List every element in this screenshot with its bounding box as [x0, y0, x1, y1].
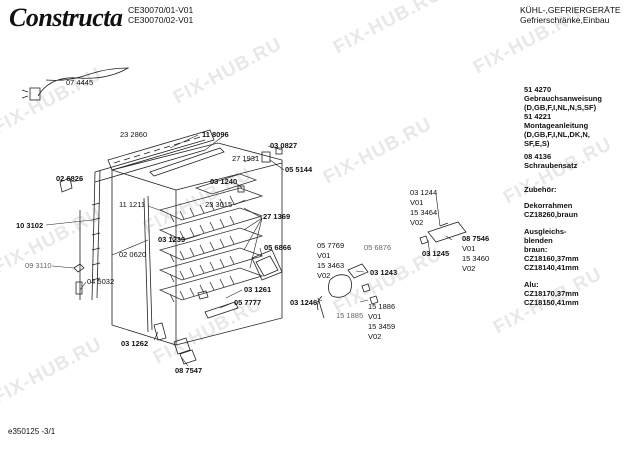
accessory-name: Alu: [524, 280, 539, 289]
part-label: 23 3015 [205, 200, 233, 209]
part-label: 15 1886 [368, 302, 396, 311]
part-label: 05 7777 [234, 298, 262, 307]
part-label: 07 4445 [66, 78, 94, 87]
accessory-name: Ausgleichs- [524, 227, 567, 236]
doc-title: Schraubensatz [524, 161, 578, 170]
part-label: 03 1261 [244, 285, 272, 294]
part-label: 05 6866 [264, 243, 292, 252]
doc-number: 51 4270 [524, 85, 552, 94]
part-label: V01 [410, 198, 424, 207]
accessory-name: blenden [524, 236, 553, 245]
small-parts [59, 147, 467, 365]
model-number-2: CE30070/02-V01 [128, 15, 194, 25]
part-label: 03 1244 [410, 188, 438, 197]
category-title: KÜHL-,GEFRIERGERÄTE [520, 5, 621, 15]
part-label: 02 6826 [56, 174, 84, 183]
part-label: 03 1246 [290, 298, 318, 307]
part-label: 08 7546 [462, 234, 490, 243]
part-label: 10 3102 [16, 221, 44, 230]
doc-languages: SF,E,S) [524, 139, 550, 148]
part-label: 04 5032 [87, 277, 115, 286]
part-label: 05 5144 [285, 165, 313, 174]
doc-title: Gebrauchsanweisung [524, 94, 602, 103]
part-label: 15 3464 [410, 208, 438, 217]
part-label: 03 1243 [370, 268, 398, 277]
doc-number: 51 4221 [524, 112, 552, 121]
leader-lines [45, 134, 453, 367]
part-label: 03 1239 [158, 235, 186, 244]
power-cord-drawing [21, 67, 130, 101]
part-label: 03 1262 [121, 339, 149, 348]
part-label: 15 3463 [317, 261, 345, 270]
doc-number: 08 4136 [524, 152, 552, 161]
part-label: 23 2860 [120, 130, 148, 139]
part-label: 11 1211 [119, 200, 145, 209]
category-subtitle: Gefrierschränke,Einbau [520, 15, 610, 25]
part-label: 09 3110 [25, 261, 52, 270]
accessory-name: Dekorrahmen [524, 201, 573, 210]
part-label: V01 [317, 251, 331, 260]
model-number-1: CE30070/01-V01 [128, 5, 194, 15]
part-label: V01 [462, 244, 476, 253]
evaporator-shelves [158, 173, 264, 303]
accessory-code: CZ18140,41mm [524, 263, 579, 272]
part-label: V02 [462, 264, 476, 273]
doc-languages: (D,GB,F,I,NL,DK,N, [524, 130, 590, 139]
part-label: 05 7769 [317, 241, 345, 250]
doc-languages: (D,GB,F,I,NL,N,S,SF) [524, 103, 597, 112]
part-label: 15 3460 [462, 254, 490, 263]
part-label: 05 6876 [364, 243, 392, 252]
accessory-code: CZ18150,41mm [524, 298, 579, 307]
part-label: 08 7547 [175, 366, 203, 375]
part-label: V02 [410, 218, 424, 227]
part-label: V01 [368, 312, 382, 321]
part-label: 02 0620 [119, 250, 147, 259]
part-label: 15 3459 [368, 322, 396, 331]
part-label: 03 1245 [422, 249, 450, 258]
brand-logo: Constructa [9, 3, 123, 32]
accessory-code: CZ18160,37mm [524, 254, 579, 263]
accessory-code: CZ18170,37mm [524, 289, 579, 298]
accessory-name: braun: [524, 245, 548, 254]
doc-title: Montageanleitung [524, 121, 589, 130]
part-label: 03 0827 [270, 141, 298, 150]
drawing-code: e350125 -3/1 [8, 427, 56, 436]
part-label: V02 [317, 271, 331, 280]
cabinet-drawing [91, 129, 283, 346]
accessories-heading: Zubehör: [524, 185, 557, 194]
part-label: 11 8096 [202, 130, 229, 139]
part-label: V02 [368, 332, 382, 341]
part-label: 03 1240 [210, 177, 238, 186]
accessory-code: CZ18260,braun [524, 210, 578, 219]
part-label: 15 1885 [336, 311, 364, 320]
part-label: 27 1931 [232, 154, 260, 163]
part-label: 27 1369 [263, 212, 291, 221]
